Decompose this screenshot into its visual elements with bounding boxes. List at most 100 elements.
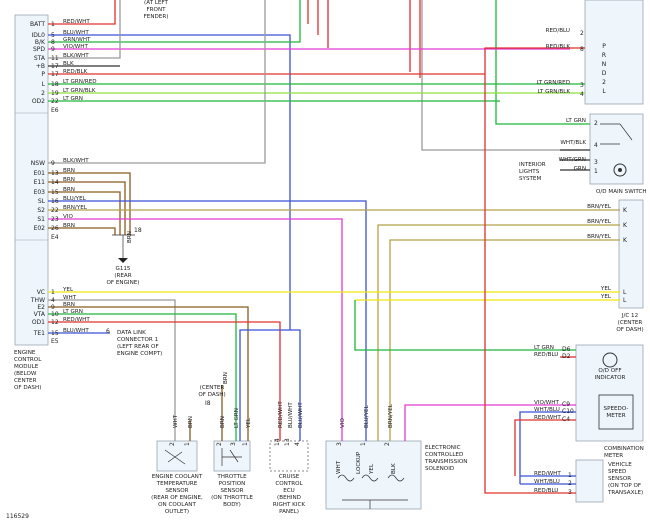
vss-box: [575, 459, 604, 503]
jc12-box: [618, 199, 644, 309]
sol-wire-color: BLU/YEL: [364, 404, 370, 428]
cruise-label-line: (BEHIND: [277, 495, 301, 501]
ecm-wire-color: BLK: [63, 61, 74, 67]
ecm-wire-color: VIO: [63, 214, 73, 220]
fender-note-line: FENDER): [144, 14, 169, 20]
jc-wire-color: BRN/YEL: [587, 204, 612, 210]
fender-note-line: (AT LEFT: [144, 0, 169, 6]
ecm-pin-number: 17: [51, 63, 59, 70]
ecm-pin-name: S2: [37, 207, 45, 214]
vss-wire-color: RED/BLU: [534, 488, 558, 494]
dash-note-line: OF DASH): [198, 392, 225, 398]
figure-id: 116529: [6, 513, 29, 520]
pn-position: D: [602, 70, 607, 77]
meter-wire-color: LT GRN: [534, 345, 554, 351]
lights-label-line: SYSTEM: [519, 176, 541, 182]
solenoid-label-line: TRANSMISSION: [424, 459, 467, 465]
ect-pin: 1: [184, 442, 191, 446]
tps-wire-color: LT GRN: [234, 408, 240, 428]
ecm-pin-name: SPD: [33, 46, 45, 53]
meter-pin: C4: [562, 416, 570, 423]
ecm-label-line: CENTER: [14, 378, 37, 384]
ground-symbol: [118, 258, 128, 263]
ecm-pin-name: +B: [36, 63, 45, 70]
ecm-pin-name: SL: [38, 198, 46, 205]
vss-wire-color: RED/WHT: [534, 471, 561, 477]
od-lamp-icon: [613, 163, 627, 177]
ect-label-line: ON COOLANT: [158, 502, 196, 508]
ecm-box: [14, 14, 49, 346]
pn-pin: 4: [580, 91, 584, 98]
pn-wire-color: RED/BLU: [546, 28, 570, 34]
od-off-label-line: O/D OFF: [598, 368, 621, 374]
od-pin: 4: [594, 142, 598, 149]
ecm-pin-number: 15: [51, 330, 59, 337]
ecm-pin-name: 2: [41, 90, 45, 97]
cruise-label-line: CONTROL: [275, 481, 303, 487]
ecm-label-line: (BELOW: [14, 371, 37, 377]
wire-cruise-blu: [239, 329, 301, 441]
od-wire-color: WHT/GRN: [559, 157, 586, 163]
vss-wire-color: WHT/BLU: [534, 479, 560, 485]
od-pin: 2: [594, 120, 598, 127]
ecm-wire-color: BRN: [63, 177, 75, 183]
pn-wire-color: LT GRN/BLK: [538, 89, 571, 95]
wire-p: [48, 47, 585, 75]
ecm-wire-color: LT GRN: [63, 96, 83, 102]
ect-label-line: ENGINE COOLANT: [152, 474, 203, 480]
wire-e2: [48, 306, 249, 441]
ecm-pin-number: 12: [51, 319, 59, 326]
ecm-pin-number: 15: [51, 189, 59, 196]
wire-vta: [48, 313, 237, 441]
ect-label-line: OUTLET): [165, 509, 189, 515]
ecm-wire-color: BLK/WHT: [63, 158, 89, 164]
ecm-pin-name: BATT: [30, 21, 45, 28]
sol-pin: 2: [384, 442, 391, 446]
jc-wire-color: YEL: [600, 286, 612, 292]
ecm-pin-number: 18: [51, 81, 59, 88]
ect-label-line: (REAR OF ENGINE,: [151, 495, 203, 501]
pn-position: P: [602, 43, 606, 50]
wire-sta: [48, 0, 121, 59]
ecm-wire-color: BRN: [63, 187, 75, 193]
tps-label-line: BODY): [223, 502, 241, 508]
od-off-lamp-icon: [602, 352, 618, 368]
solenoid-box: [325, 440, 422, 510]
speedo-label-line: SPEEDO-: [604, 406, 629, 412]
solenoid-inner-label: WHT: [336, 460, 342, 474]
ecm-pin-number: 14: [51, 179, 59, 186]
ecm-pin-name: VC: [37, 289, 45, 296]
wire-sl: [48, 200, 367, 441]
ect-label-line: TEMPERATURE: [156, 481, 198, 487]
jc-pin: K: [623, 237, 628, 244]
jc-pin: L: [623, 297, 627, 304]
ecm-wire-color: BLU/WHT: [63, 30, 89, 36]
ecm-pin-number: 1: [51, 21, 55, 28]
pn-pin: 2: [580, 30, 584, 37]
wire-s1: [48, 218, 343, 441]
ground-label-line: G115: [115, 266, 130, 272]
cruise-pin: 14: [274, 438, 281, 446]
meter-wire-color: WHT/BLU: [534, 407, 560, 413]
jc-pin: K: [623, 222, 628, 229]
ecm-pin-number: 22: [51, 98, 59, 105]
tps-wire-color: YEL: [246, 417, 252, 429]
ecm-pin-name: VTA: [34, 311, 46, 318]
ecm-pin-number: 1: [51, 289, 55, 296]
ecm-wire-color: BLU/WHT: [63, 328, 89, 334]
wire-red-wht-meter: [514, 419, 576, 476]
ecm-wire-color: LT GRN/BLK: [63, 88, 96, 94]
ecm-pin-name: TE1: [33, 330, 45, 337]
meter-pin: C10: [562, 408, 574, 415]
dash-note-pin: I8: [205, 400, 211, 407]
